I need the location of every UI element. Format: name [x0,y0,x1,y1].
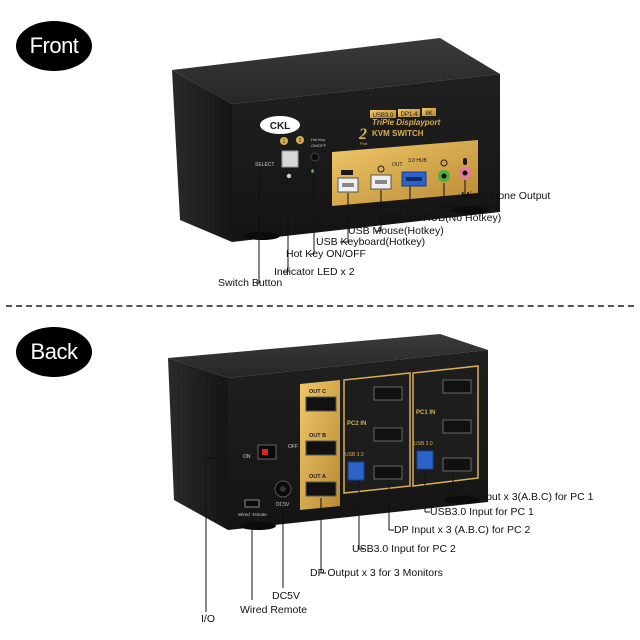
hub-text: 3.0 HUB [408,158,428,164]
label-hotkey: Hot Key ON/OFF [286,248,366,260]
ckl-logo [260,116,300,134]
label-dp-output: DP Output x 3 for 3 Monitors [310,567,443,579]
front-section-title: Front [16,21,92,71]
badge-usb: USB3.0 [373,113,394,119]
product-port: Port [360,141,368,146]
product-count: 2 [358,126,367,143]
label-audio-output: Audio Output [438,200,500,212]
label-indicator-led: Indicator LED x 2 [274,266,355,278]
out-c-text: OUT C [309,389,326,395]
hotkey-button [310,152,320,162]
label-wired-remote: Wired Remote [240,604,308,616]
label-dp-input-pc2: DP Input x 3 (A.B.C) for PC 2 [394,524,531,536]
back-device: OUT C OUT B OUT A PC2 IN USB 3.0 PC1 IN … [168,334,488,612]
select-button [281,150,299,168]
product-line2: KVM SWITCH [372,129,424,138]
pc1-in-text: PC1 IN [416,410,435,416]
onoff-text: ON/OFF [311,143,327,148]
wired-remote-port [244,499,260,508]
label-dp-input-pc1: DP Input x 3(A.B.C) for PC 1 [460,491,594,503]
section-divider [6,305,634,307]
select-text: SELECT [255,162,274,168]
front-device: CKL USB3.0 DP1.4 8K 2 TriPle Displayport… [172,38,500,284]
label-usb-keyboard: USB Keyboard(Hotkey) [316,236,426,248]
label-switch-button: Switch Button [218,277,283,289]
out-text: OUT [392,162,403,168]
badge-res: 8K [425,111,432,117]
label-usb-input-pc2: USB3.0 Input for PC 2 [352,543,456,555]
indicator-led-1 [286,173,292,179]
label-microphone-output: Microphone Output [461,190,551,202]
out-a-text: OUT A [309,474,326,480]
pc2-in-text: PC2 IN [347,421,366,427]
label-io: I/O [201,613,216,625]
label-usb-input-pc1: USB3.0 Input for PC 1 [430,506,534,518]
brand-text: CKL [270,121,291,132]
label-dc5v: DC5V [272,590,301,602]
hotkey-text: Hot Key [311,137,325,142]
wired-remote-text: Wired Remote [238,512,267,517]
num-2: 2 [299,138,302,144]
label-usb-hub: USB 3.0 HUB(No Hotkey) [381,212,502,224]
product-line1: TriPle Displayport [372,118,441,127]
badge-dp: DP1.4 [401,112,418,118]
usb30-a-text: USB 3.0 [345,452,364,458]
usb30-b-text: USB 3.0 [414,441,433,447]
back-section-title: Back [16,327,92,377]
out-b-text: OUT B [309,433,326,439]
num-1: 1 [283,139,286,145]
label-usb-mouse: USB Mouse(Hotkey) [348,225,444,237]
on-text: ON [243,454,251,460]
off-text: OFF [288,444,298,450]
